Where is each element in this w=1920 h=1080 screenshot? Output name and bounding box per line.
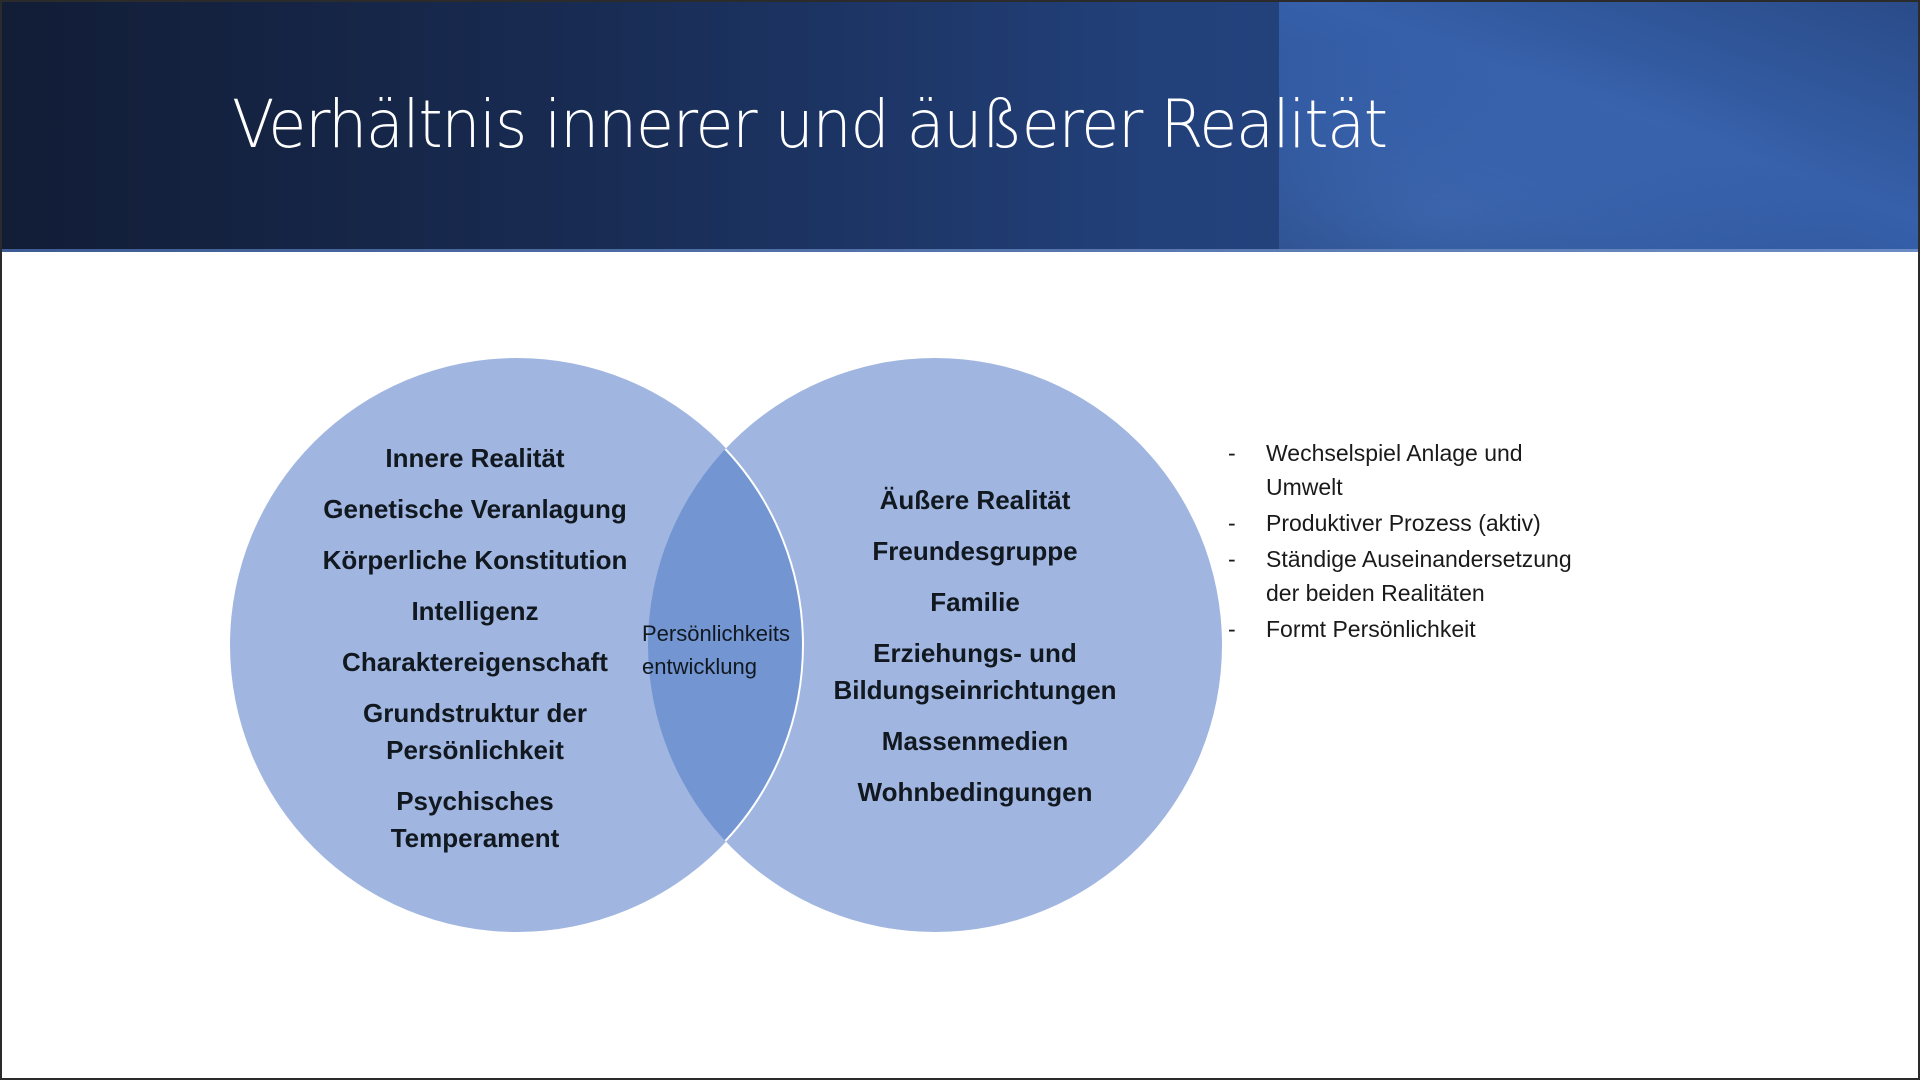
outer-item: Familie [930,587,1020,617]
outer-item: Freundesgruppe [872,536,1078,566]
inner-reality-heading: Innere Realität [385,443,565,473]
intersection-label-line2: entwicklung [642,654,757,679]
bullet-text: Produktiver Prozess (aktiv) [1266,510,1541,536]
intersection-label: Persönlichkeits entwicklung [642,617,790,683]
inner-item: Charaktereigenschaft [342,647,608,677]
title-bar: Verhältnis innerer und äußerer Realität [2,2,1918,251]
bullet-text: Wechselspiel Anlage und Umwelt [1266,440,1523,500]
bullet-item: - Wechselspiel Anlage und Umwelt [1228,436,1588,504]
header-divider [2,249,1918,252]
bullet-text: Ständige Auseinandersetzung der beiden R… [1266,546,1572,606]
left-circle [230,358,804,932]
bullet-text: Formt Persönlichkeit [1266,616,1476,642]
inner-item: Intelligenz [411,596,539,626]
inner-item: Psychisches Temperament [390,786,560,853]
outer-reality-heading: Äußere Realität [879,485,1071,515]
dash-bullet-icon: - [1228,616,1236,642]
outer-item: Massenmedien [881,726,1069,756]
outer-item: Wohnbedingungen [857,777,1093,807]
bullet-item: - Produktiver Prozess (aktiv) [1228,506,1588,540]
bullet-item: - Ständige Auseinandersetzung der beiden… [1228,542,1588,610]
dash-bullet-icon: - [1228,546,1236,572]
intersection-label-line1: Persönlichkeits [642,621,790,646]
outer-item: Erziehungs- und Bildungseinrichtungen [833,638,1117,705]
intersection-outline [648,358,804,932]
outer-reality-list: Äußere Realität Freundesgruppe Familie E… [775,482,1175,825]
inner-item: Körperliche Konstitution [322,545,628,575]
inner-item: Grundstruktur der Persönlichkeit [363,698,587,765]
dash-bullet-icon: - [1228,510,1236,536]
slide-title: Verhältnis innerer und äußerer Realität [232,86,1388,163]
bullet-item: - Formt Persönlichkeit [1228,612,1588,646]
inner-reality-list: Innere Realität Genetische Veranlagung K… [275,440,675,871]
inner-item: Genetische Veranlagung [323,494,627,524]
summary-bullet-list: - Wechselspiel Anlage und Umwelt - Produ… [1228,436,1588,648]
right-circle [648,358,1222,932]
dash-bullet-icon: - [1228,440,1236,466]
header-accent-panel [1279,2,1918,251]
